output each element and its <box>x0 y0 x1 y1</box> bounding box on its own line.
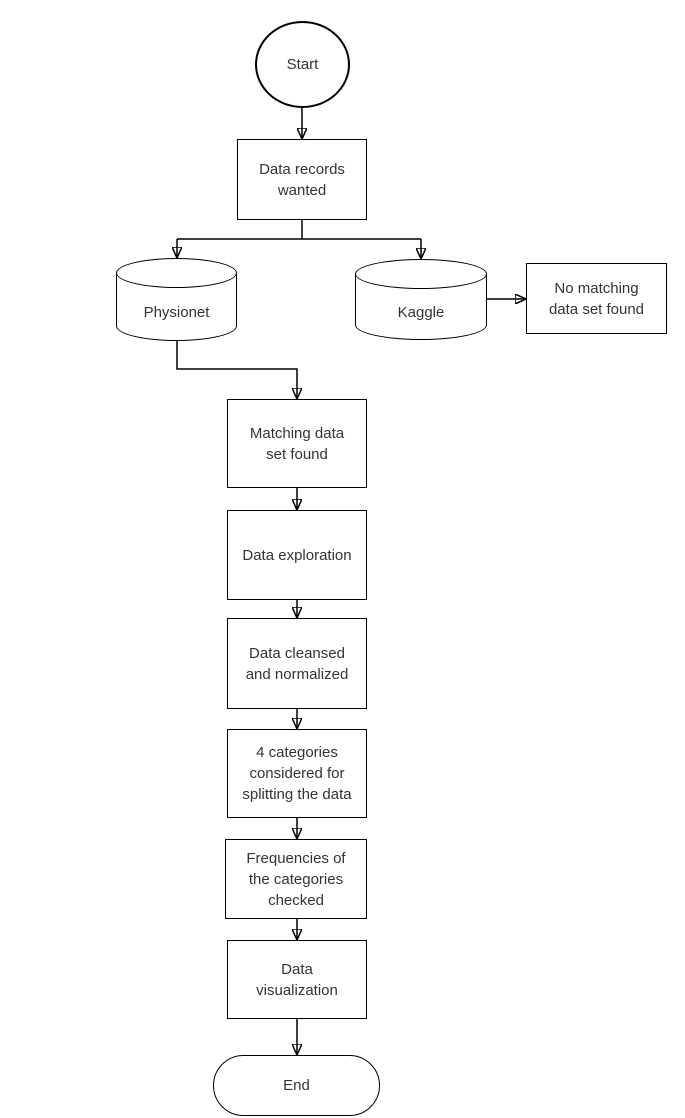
node-data-cleansed-label: Data cleansed and normalized <box>245 644 349 683</box>
cylinder-top-ellipse <box>355 259 487 289</box>
node-matching-label: Matching data set found <box>249 424 345 463</box>
node-data-visualization: Data visualization <box>227 940 367 1019</box>
node-data-records-wanted: Data records wanted <box>237 139 367 220</box>
node-data-records-wanted-label: Data records wanted <box>259 160 345 199</box>
cylinder-top-ellipse <box>116 258 237 288</box>
node-end: End <box>213 1055 380 1116</box>
node-no-matching-label: No matching data set found <box>548 279 645 318</box>
node-kaggle-label: Kaggle <box>397 304 445 321</box>
node-start: Start <box>255 21 350 108</box>
node-end-label: End <box>283 1077 310 1094</box>
node-data-cleansed-normalized: Data cleansed and normalized <box>227 618 367 709</box>
node-frequencies-label: Frequencies of the categories checked <box>246 849 346 909</box>
node-matching-data-set-found: Matching data set found <box>227 399 367 488</box>
edge-physionet-to-matching <box>176 341 297 399</box>
node-four-categories-label: 4 categories considered for splitting th… <box>242 744 352 803</box>
node-kaggle-database: Kaggle <box>355 259 487 340</box>
edge-records-branch-trunk <box>177 220 421 240</box>
node-data-exploration: Data exploration <box>227 510 367 600</box>
node-start-label: Start <box>286 56 319 73</box>
node-physionet-database: Physionet <box>116 258 237 341</box>
node-physionet-label: Physionet <box>143 304 210 321</box>
node-frequencies-checked: Frequencies of the categories checked <box>225 839 367 919</box>
node-four-categories: 4 categories considered for splitting th… <box>227 729 367 818</box>
node-data-visualization-label: Data visualization <box>256 960 338 999</box>
node-data-exploration-label: Data exploration <box>242 546 352 564</box>
node-no-matching-data-set-found: No matching data set found <box>526 263 667 334</box>
